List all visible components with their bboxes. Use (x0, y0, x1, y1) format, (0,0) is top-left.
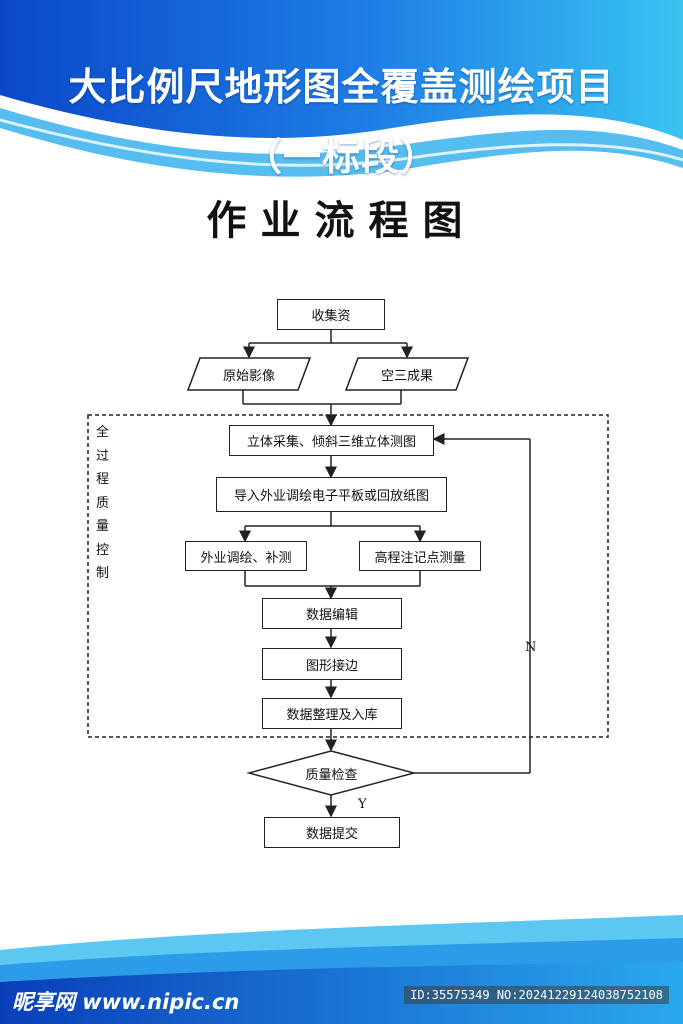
qc-region-label: 全过程质量控制 (96, 425, 110, 581)
bottom-wave-dark (0, 962, 683, 1024)
node-elevation-points: 高程注记点测量 (359, 541, 481, 571)
node-raw-images: 原始影像 (222, 368, 275, 384)
watermark-id: ID:35575349 NO:20241229124038752108 (404, 986, 669, 1004)
node-aerial-results: 空三成果 (380, 368, 433, 384)
node-edge-matching: 图形接边 (262, 648, 402, 680)
top-banner-stripe (0, 108, 683, 177)
title-line-2: （一标段） (243, 135, 439, 179)
top-banner-wave (0, 0, 683, 140)
node-data-storage: 数据整理及入库 (262, 698, 402, 729)
edge-label-no: N (525, 640, 537, 655)
watermark-logo: 昵享网 www.nipic.cn (12, 990, 240, 1014)
node-stereo-capture: 立体采集、倾斜三维立体测图 (229, 425, 434, 456)
node-collect: 收集资 (277, 299, 385, 330)
node-submit: 数据提交 (264, 817, 400, 848)
aerial-results-shape (344, 357, 470, 391)
title-line-1: 大比例尺地形图全覆盖测绘项目 (68, 65, 615, 109)
raw-images-shape (186, 357, 312, 391)
top-banner-highlight (0, 118, 683, 167)
qc-region-border (87, 414, 609, 738)
node-quality-check: 质量检查 (305, 767, 358, 783)
edge-label-yes: Y (358, 797, 367, 812)
node-field-survey: 外业调绘、补测 (185, 541, 307, 571)
flowchart-subtitle: 作业流程图 (206, 197, 477, 244)
node-data-editing: 数据编辑 (262, 598, 402, 629)
node-import-tablet: 导入外业调绘电子平板或回放纸图 (216, 477, 447, 512)
